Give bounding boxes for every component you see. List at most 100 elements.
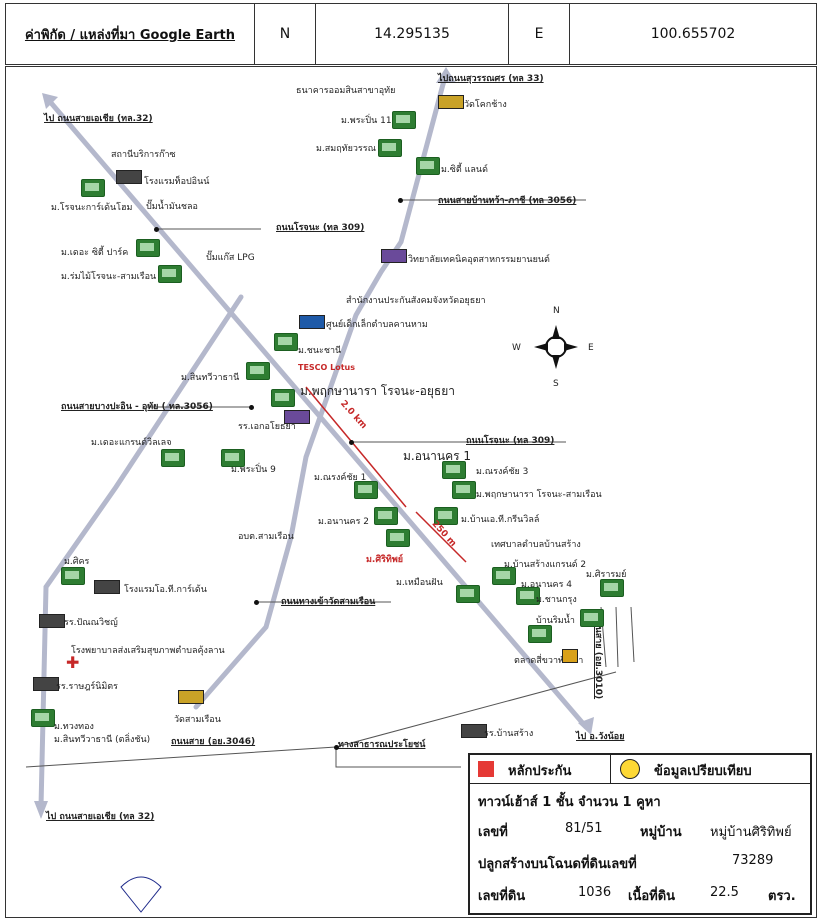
place-city-land: ม.ซิตี้ แลนด์ [441,165,488,175]
place-ekkamai: รร.เอกอโยธยา [238,422,296,432]
village-icon [158,265,182,283]
village-icon [442,461,466,479]
area-value: 22.5 [710,885,739,900]
place-school-rat: รร.ราษฎร์นิมิตร [56,682,118,692]
village-icon [271,389,295,407]
place-child-center: ศูนย์เด็กเล็กตำบลคานหาม [326,320,428,330]
junction-dot [154,227,159,232]
village-icon [136,239,160,257]
place-anan2: ม.อนานคร 2 [318,517,369,527]
place-sso: สำนักงานประกันสังคมจังหวัดอยุธยา [346,296,486,306]
place-muean-fan: ม.เหมือนฝัน [396,578,443,588]
place-school-bs: รร.บ้านสร้าง [484,729,534,739]
village-icon [81,179,105,197]
road-suphan [193,70,449,710]
road-asia-diagonal [43,94,589,730]
place-subject: ม.ศิริทิพย์ [366,555,404,565]
road-network [25,67,635,913]
junction-dot [349,440,354,445]
road-asia-top: ไป ถนนสายเอเชีย (ทล.32) [44,114,153,124]
place-rom-mai: ม.ร่มไม้โรจนะ-สามเรือน [61,272,157,282]
compass-n: N [553,306,560,316]
compass-e: E [588,343,594,353]
place-wat-samruen: วัดสามเรือน [174,715,221,725]
place-narong3: ม.ณรงค์ชัย 3 [476,467,529,477]
place-school-pin: รร.ปัณณวิชญ์ [64,618,118,628]
place-narong1: ม.ณรงค์ชัย 1 [314,473,367,483]
place-sirarom: ม.ศิรารมย์ [586,570,627,580]
village-icon [528,625,552,643]
village-icon [378,139,402,157]
location-marker-icon [120,876,162,913]
village-icon [274,333,298,351]
house-no: 81/51 [565,821,603,836]
place-ban-rim: บ้านริมน้ำ [536,616,575,626]
place-the-city-park: ม.เดอะ ซิตี้ ปาร์ค [61,248,129,258]
village-icon [516,587,540,605]
coordinate-header: ค่าพิกัด / แหล่งที่มา Google Earth N 14.… [5,3,817,65]
school-icon [39,614,65,628]
compass-icon [526,317,586,377]
legend-desc: ทาวน์เฮ้าส์ 1 ชั้น จำนวน 1 คูหา [478,795,661,810]
e-value: 100.655702 [650,26,736,42]
sample-swatch [478,761,494,777]
source-label: ค่าพิกัด / แหล่งที่มา Google Earth [6,4,255,64]
place-thongthong: ม.ทวงทอง [54,722,94,732]
place-phrapin11: ม.พระปิ่น 11 [341,116,392,126]
road-rojana-b: ถนนโรจนะ (ทล 309) [466,436,555,446]
area-label: เนื้อที่ดิน [628,889,676,904]
road-3010: ถนนสาย (อย.3010) [593,615,603,700]
place-pruksa2: ม.พฤกษานารา โรจนะ-สามเรือน [476,490,602,500]
subject-icon [386,529,410,547]
tesco-lotus-logo: TESCO Lotus [298,363,356,372]
village-icon [600,579,624,597]
compass-w: W [512,343,521,353]
deed-label: ปลูกสร้างบนโฉนดที่ดินเลขที่ [478,857,637,872]
village-label: หมู่บ้าน [640,825,682,840]
place-wat-khok-chang: วัดโคกช้าง [464,100,507,110]
road-asia-bottom: ไป ถนนสายเอเชีย (ทล 32) [46,812,155,822]
village-icon [61,567,85,585]
compare-label: ข้อมูลเปรียบเทียบ [654,764,752,779]
road-3046: ถนนสาย (อย.3046) [171,737,256,747]
sample-label: หลักประกัน [508,764,572,779]
place-municipality: เทศบาลตำบลบ้านสร้าง [491,540,581,550]
compass-s: S [553,379,559,389]
village-icon [221,449,245,467]
hospital-icon: ✚ [66,653,80,672]
village-icon [416,157,440,175]
place-phrapin9: ม.พระปิ่น 9 [231,465,276,475]
school-icon [461,724,487,738]
college-icon [381,249,407,263]
junction-dot [398,198,403,203]
place-grand-inn: โรงแรมท็อปอินน์ [144,177,210,187]
land-no: 1036 [578,885,612,900]
village-icon [31,709,55,727]
place-pruksa: ม.พฤกษานารา โรจนะ-อยุธยา [300,384,455,398]
place-hospital: โรงพยาบาลส่งเสริมสุขภาพตำบลคุ้งลาน [71,646,225,656]
school-icon [33,677,59,691]
place-sinthawi2: ม.สินทวีวาธานี (ตลิ่งชัน) [54,735,151,745]
legend-key-row: หลักประกัน ข้อมูลเปรียบเทียบ [470,755,810,784]
road-to-wangnoi: ไป อ.วังน้อย [576,732,625,742]
village-icon [374,507,398,525]
e-label: E [509,4,570,64]
village-icon [456,585,480,603]
junction-dot [249,405,254,410]
area-unit: ตรว. [768,889,796,904]
temple-icon [178,690,204,704]
location-map: ไป ถนนสายเอเชีย (ทล.32) ไปถนนสุวรรณศร (ท… [5,66,817,918]
road-rojana-a: ถนนโรจนะ (ทล 309) [276,223,365,233]
place-anan4: ม.อนานคร 4 [521,580,572,590]
place-hotel-ot: โรงแรมโอ.ที.การ์เด้น [124,585,207,595]
place-gsb: ธนาคารออมสินสาขาอุทัย [296,86,396,96]
place-anan1: ม.อนานคร 1 [403,449,471,463]
junction-dot [254,600,259,605]
place-college: วิทยาลัยเทคนิคอุตสาหกรรมยานยนต์ [408,255,550,265]
school-icon [299,315,325,329]
compare-swatch [620,759,640,779]
hotel-icon [116,170,142,184]
village-icon [492,567,516,585]
village-icon [434,507,458,525]
